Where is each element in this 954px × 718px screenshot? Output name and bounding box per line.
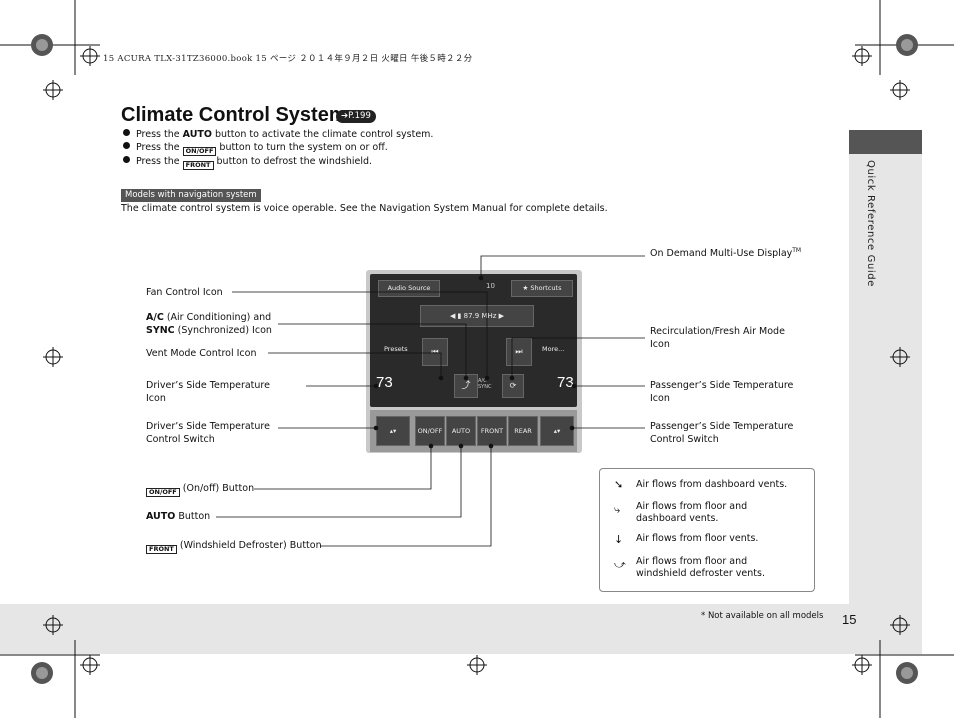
front-defrost-key-icon: FRONT bbox=[182, 161, 214, 170]
bullet-dot bbox=[123, 129, 130, 136]
rear-defrost-button[interactable]: REAR bbox=[508, 416, 538, 446]
page-ref-text: P.199 bbox=[348, 111, 371, 121]
driver-temp-switch[interactable]: ▴▾ bbox=[376, 416, 410, 446]
seek-back-button[interactable]: ⏮ bbox=[422, 338, 448, 366]
print-header: 15 ACURA TLX-31TZ36000.book 15 ページ ２０１４年… bbox=[103, 54, 473, 64]
legend-text: Air flows from dashboard vents. bbox=[636, 479, 788, 490]
recirculation-icon[interactable]: ⟳ bbox=[502, 374, 524, 398]
volume-readout: 10 bbox=[486, 282, 495, 290]
page-title: Climate Control System bbox=[121, 104, 347, 126]
control-button-row: ▴▾ ON/OFF AUTO FRONT REAR ▴▾ bbox=[370, 410, 577, 452]
side-tab-header bbox=[849, 130, 922, 154]
airflow-legend: ➘ Air flows from dashboard vents. ⤷ Air … bbox=[599, 468, 815, 592]
footnote: * Not available on all models bbox=[701, 611, 824, 621]
side-tab bbox=[849, 130, 922, 604]
passenger-temp-readout: 73 bbox=[557, 374, 574, 391]
shortcuts-button[interactable]: ★ Shortcuts bbox=[511, 280, 573, 297]
footer-band bbox=[0, 604, 922, 654]
bullet-defrost: Press the FRONT button to defrost the wi… bbox=[123, 155, 372, 170]
bullet-dot bbox=[123, 156, 130, 163]
fan-callout: Fan Control Icon bbox=[146, 287, 223, 298]
tuner-box[interactable]: ◀ ▮ 87.9 MHz ▶ bbox=[420, 305, 534, 327]
floor-dashboard-vents-icon: ⤷ bbox=[614, 503, 621, 516]
bullet-onoff: Press the ON/OFF button to turn the syst… bbox=[123, 141, 388, 156]
floor-defroster-vents-icon: ⤻ bbox=[614, 558, 626, 571]
legend-text: Air flows from floor vents. bbox=[636, 533, 759, 544]
audio-source-button[interactable]: Audio Source bbox=[378, 280, 440, 297]
more-label[interactable]: More... bbox=[542, 345, 565, 353]
defrost-callout: FRONT (Windshield Defroster) Button bbox=[146, 539, 322, 554]
onoff-key-icon: ON/OFF bbox=[146, 488, 180, 497]
onoff-key-icon: ON/OFF bbox=[182, 147, 217, 156]
front-defrost-key-icon: FRONT bbox=[146, 545, 177, 554]
page-ref-link[interactable]: ➔P.199 bbox=[336, 110, 376, 123]
auto-callout: AUTO Button bbox=[146, 511, 211, 522]
page-number: 15 bbox=[842, 612, 857, 627]
auto-key: AUTO bbox=[182, 129, 212, 140]
bullet-dot bbox=[123, 142, 130, 149]
nav-note: The climate control system is voice oper… bbox=[121, 203, 608, 214]
on-demand-callout: On Demand Multi-Use DisplayTM bbox=[650, 247, 802, 260]
passenger-temp-switch[interactable]: ▴▾ bbox=[540, 416, 574, 446]
dashboard-vents-icon: ➘ bbox=[614, 478, 624, 491]
presets-label[interactable]: Presets bbox=[384, 345, 408, 353]
vent-callout: Vent Mode Control Icon bbox=[146, 348, 257, 359]
driver-temp-readout: 73 bbox=[376, 374, 393, 391]
floor-vents-icon: ↓ bbox=[614, 533, 624, 546]
nav-models-tag: Models with navigation system bbox=[121, 189, 261, 202]
multi-use-display: Audio Source 10 ★ Shortcuts ◀ ▮ 87.9 MHz… bbox=[370, 274, 577, 407]
onoff-callout: ON/OFF (On/off) Button bbox=[146, 482, 254, 497]
side-tab-label: Quick Reference Guide bbox=[865, 160, 876, 287]
bullet-auto: Press the AUTO button to activate the cl… bbox=[123, 128, 433, 141]
seek-forward-button[interactable]: ⏭ bbox=[506, 338, 532, 366]
